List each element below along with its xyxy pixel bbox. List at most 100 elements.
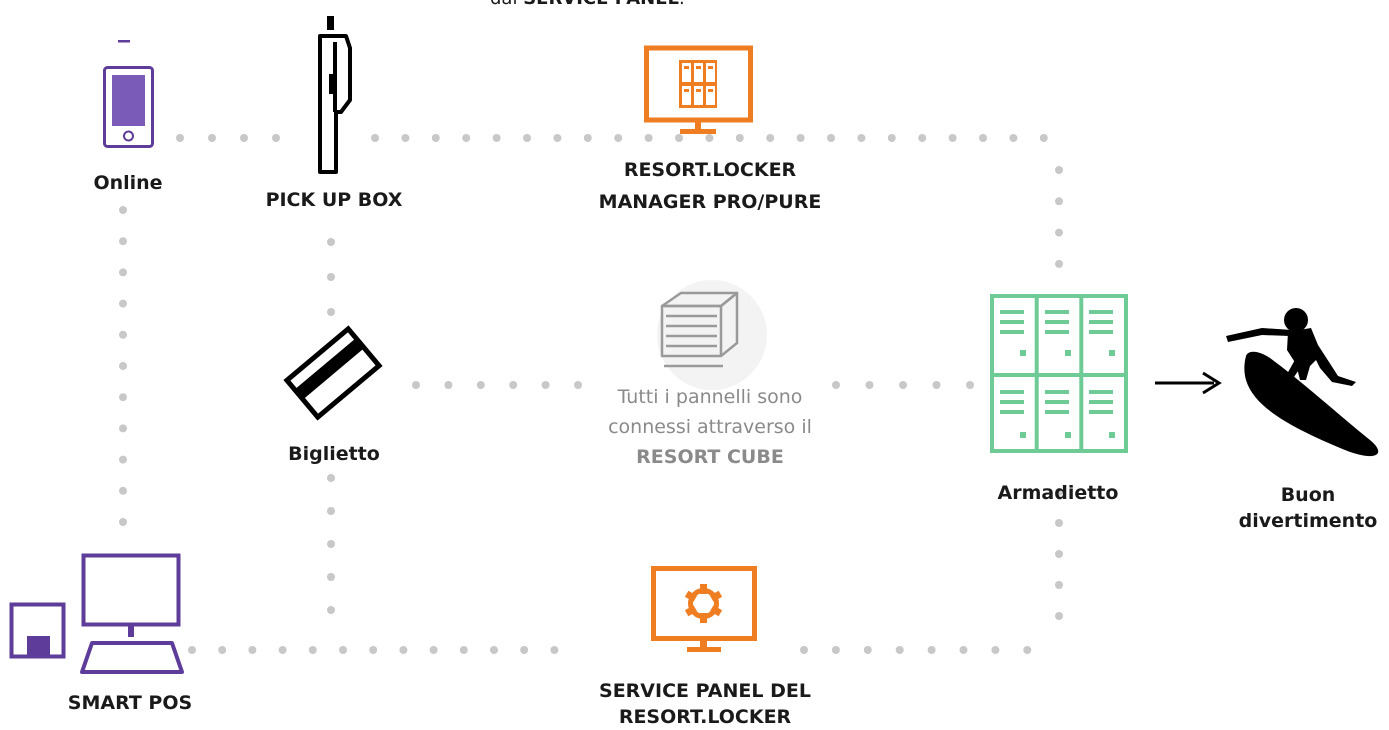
pos-terminal-icon: [9, 553, 184, 674]
connector-dot: [218, 646, 227, 654]
connector-dot: [1055, 612, 1063, 620]
connector-dot: [459, 646, 468, 654]
connector-dot: [119, 206, 127, 214]
connector-dot: [431, 134, 440, 142]
connector-dot: [208, 134, 216, 142]
fun-label-line2: divertimento: [1238, 510, 1378, 532]
connector-dot: [583, 134, 592, 142]
connector-dot: [644, 134, 653, 142]
connector-dots: [119, 134, 1063, 654]
connector-dot: [1055, 488, 1063, 496]
settings-monitor-icon: [651, 566, 757, 652]
connector-dot: [796, 134, 805, 142]
connector-dot: [188, 646, 196, 654]
connector-dot: [1055, 519, 1063, 527]
connector-dot: [966, 381, 974, 389]
connector-dot: [119, 393, 127, 402]
connector-dot: [399, 646, 408, 654]
service-panel-label: SERVICE PANEL DEL RESORT.LOCKER: [570, 678, 840, 730]
cube-caption-line1: Tutti i pannelli sono: [617, 386, 803, 408]
connector-dot: [308, 646, 317, 654]
connector-dot: [119, 330, 127, 339]
connector-dot: [444, 381, 453, 389]
top-note: dal SERVICE PANEL.: [490, 0, 685, 9]
connector-dot: [429, 646, 438, 654]
connector-dot: [1023, 646, 1032, 654]
connector-dot: [831, 646, 840, 654]
ticket-card-icon: [283, 325, 383, 421]
connector-dot: [509, 381, 518, 389]
connector-dot: [991, 646, 1000, 654]
connector-dot: [1039, 134, 1048, 142]
connector-dot: [887, 134, 896, 142]
connector-dot: [832, 381, 840, 389]
ticket-label: Biglietto: [288, 443, 380, 465]
connector-dot: [327, 507, 335, 515]
smart-pos-label: SMART POS: [67, 692, 193, 714]
connector-dot: [240, 134, 248, 142]
connector-dot: [1055, 197, 1063, 206]
connector-dot: [371, 134, 379, 142]
connector-dot: [119, 299, 127, 308]
connector-dot: [1055, 228, 1063, 237]
connector-dot: [675, 134, 683, 142]
manager-label-line2: MANAGER PRO/PURE: [598, 191, 822, 213]
top-note-strong: SERVICE PANEL: [523, 0, 679, 9]
connector-dot: [462, 134, 471, 142]
surfer-icon: [1226, 308, 1379, 457]
connector-dot: [1055, 581, 1063, 589]
connector-dot: [541, 381, 550, 389]
pickup-box-label: PICK UP BOX: [265, 189, 403, 211]
connector-dot: [327, 474, 335, 482]
connector-dot: [248, 646, 257, 654]
connector-dot: [492, 134, 501, 142]
online-label: Online: [93, 172, 163, 194]
connector-dot: [959, 646, 968, 654]
connector-dot: [1009, 134, 1018, 142]
connector-dot: [327, 273, 335, 281]
resort-cube-icon: [657, 280, 767, 390]
connector-dot: [827, 134, 835, 142]
connector-dot: [865, 381, 874, 389]
connector-dot: [272, 134, 280, 142]
connector-dot: [476, 381, 485, 389]
connector-dot: [735, 134, 744, 142]
fun-label-line1: Buon: [1280, 484, 1336, 506]
locker-monitor-icon: [644, 45, 753, 134]
connector-dot: [327, 238, 335, 246]
connector-dot: [979, 134, 987, 142]
connector-dot: [550, 646, 559, 654]
connector-dot: [948, 134, 957, 142]
connector-dot: [800, 646, 808, 654]
cube-caption-line3: RESORT CUBE: [636, 446, 784, 468]
connector-dot: [766, 134, 775, 142]
connector-dot: [327, 606, 335, 614]
connector-dot: [932, 381, 941, 389]
connector-dot: [857, 134, 866, 142]
manager-label: RESORT.LOCKER MANAGER PRO/PURE: [580, 157, 840, 215]
connector-dot: [119, 237, 127, 246]
connector-dot: [574, 381, 582, 389]
connector-dot: [553, 134, 562, 142]
connector-dot: [119, 518, 127, 526]
service-panel-label-line1: SERVICE PANEL DEL: [599, 680, 811, 702]
connector-dot: [705, 134, 714, 142]
service-panel-label-line2: RESORT.LOCKER: [618, 706, 792, 728]
locker-cabinet-icon: [990, 294, 1128, 453]
connector-dot: [401, 134, 410, 142]
arrow-right-icon: [1155, 371, 1222, 395]
connector-dot: [863, 646, 872, 654]
pickup-box-icon: [318, 16, 352, 174]
smartphone-icon: [103, 40, 154, 148]
connector-dot: [119, 362, 127, 370]
locker-label: Armadietto: [997, 482, 1119, 504]
connector-dot: [412, 381, 420, 389]
connector-dot: [523, 134, 531, 142]
connector-dot: [327, 308, 335, 316]
connector-dot: [278, 646, 287, 654]
connector-dot: [520, 646, 529, 654]
cube-caption: Tutti i pannelli sono connessi attravers…: [585, 382, 835, 472]
connector-dot: [1055, 166, 1063, 174]
connector-dot: [614, 134, 623, 142]
